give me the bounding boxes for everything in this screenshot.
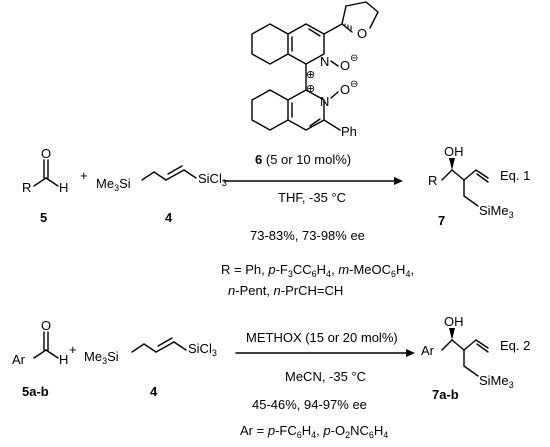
aldehyde-5ab-label: 5a-b <box>22 384 49 399</box>
aldehyde-5-label: 5 <box>40 210 48 225</box>
lower-negative-charge: ⊖ <box>350 79 359 90</box>
arrow-1 <box>223 177 403 185</box>
product-7ab-oh: OH <box>444 314 464 329</box>
thf-ring <box>341 1 379 33</box>
upper-nitrogen-atom: N <box>320 54 330 69</box>
aldehyde-5-bonds <box>33 159 59 187</box>
product-7-label: 7 <box>438 213 446 228</box>
silane-4-bonds <box>141 165 197 181</box>
ar-groups-line: Ar = p-FC6H4, p-O2NC6H4 <box>240 423 389 440</box>
upper-n-oxide-oxygen: O <box>340 58 351 73</box>
catalyst-loading-2: METHOX (15 or 20 mol%) <box>246 330 398 345</box>
aldehyde-5ab-ar: Ar <box>12 352 25 367</box>
phenyl-group: Ph <box>341 124 357 139</box>
product-7ab-bonds <box>441 339 489 377</box>
plus-sign-1: + <box>80 168 88 183</box>
product-7-oh: OH <box>444 144 464 159</box>
plus-sign-2: + <box>69 342 77 357</box>
silane-4-label: 4 <box>165 210 173 225</box>
lower-n-oxide-oxygen: O <box>340 82 351 97</box>
yield-ee-1: 73-83%, 73-98% ee <box>250 228 365 243</box>
silane-4b-bonds <box>131 337 187 353</box>
upper-negative-charge: ⊖ <box>350 53 359 64</box>
thf-oxygen-atom: O <box>357 26 368 41</box>
r-groups-line-1: R = Ph, p-F3CC6H4, m-MeOC6H4, <box>221 262 415 279</box>
aldehyde-5ab-h: H <box>59 352 69 367</box>
aldehyde-5-h: H <box>59 180 69 195</box>
catalyst-lower-ring <box>251 89 341 131</box>
silane-4b-tms: Me3Si <box>84 349 119 366</box>
thf-hash-bond <box>344 23 352 31</box>
product-7-r: R <box>428 173 438 188</box>
product-7-bonds <box>441 169 489 207</box>
product-7ab-ar: Ar <box>421 343 434 358</box>
arrow-2 <box>235 349 415 357</box>
aldehyde-5ab-o: O <box>41 318 52 333</box>
silane-4-tms: Me3Si <box>96 176 131 193</box>
n-o-bond-lower <box>330 91 339 99</box>
silane-4b-label: 4 <box>150 384 158 399</box>
product-7-wedge <box>449 158 455 170</box>
upper-positive-charge: ⊕ <box>306 69 316 81</box>
silane-4b-sicl3: SiCl3 <box>188 341 217 358</box>
product-7ab-sime3: SiMe3 <box>479 373 514 390</box>
product-7-sime3: SiMe3 <box>479 203 514 220</box>
r-groups-line-2: n-Pent, n-PrCH=CH <box>228 283 344 298</box>
catalyst-loading-1: 6 (5 or 10 mol%) <box>255 152 352 167</box>
equation-2-label: Eq. 2 <box>500 338 531 353</box>
lower-positive-charge: ⊕ <box>306 83 316 95</box>
yield-ee-2: 45-46%, 94-97% ee <box>252 397 367 412</box>
product-7ab-wedge <box>449 328 455 340</box>
aldehyde-5-r: R <box>22 180 32 195</box>
silane-4-sicl3: SiCl3 <box>198 171 227 188</box>
conditions-1: THF, -35 °C <box>278 190 347 205</box>
aldehyde-5-o: O <box>41 146 52 161</box>
aldehyde-5ab-bonds <box>33 331 59 359</box>
conditions-2: MeCN, -35 °C <box>285 369 367 384</box>
product-7ab-label: 7a-b <box>432 387 459 402</box>
lower-nitrogen-atom: N <box>320 94 330 109</box>
equation-1-label: Eq. 1 <box>500 168 531 183</box>
n-o-bond-upper <box>330 60 339 67</box>
